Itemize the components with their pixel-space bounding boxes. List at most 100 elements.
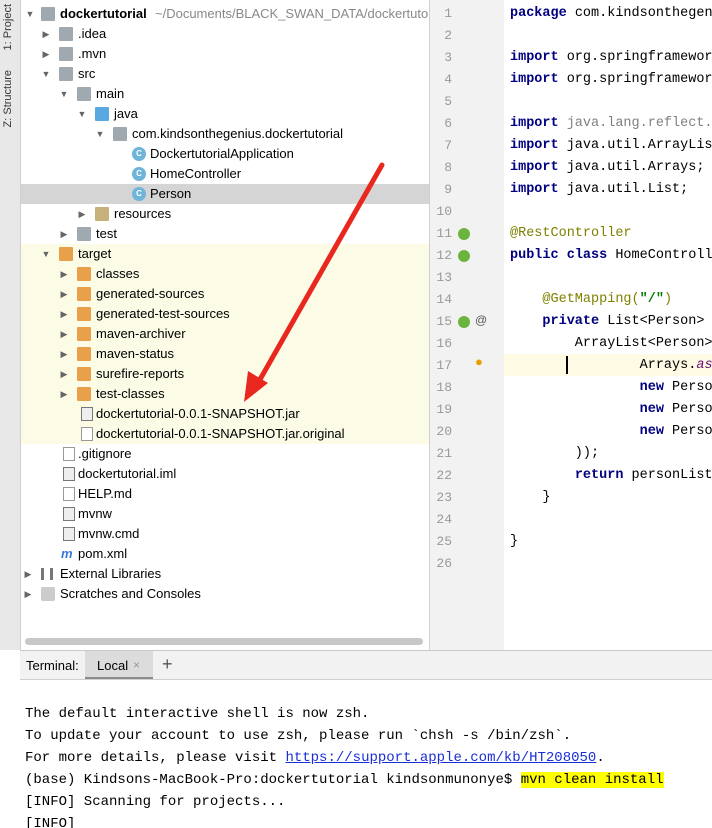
structure-tool-tab[interactable]: Z: Structure [2, 70, 14, 128]
expand-arrow-icon[interactable]: ▼ [41, 249, 51, 259]
tree-item-external-libraries[interactable]: ▶ External Libraries [21, 564, 429, 584]
collapsed-arrow-icon[interactable]: ▶ [60, 269, 68, 279]
tree-item-resources[interactable]: ▶ resources [21, 204, 429, 224]
collapsed-arrow-icon[interactable]: ▶ [42, 49, 50, 59]
expand-arrow-icon[interactable]: ▼ [77, 109, 87, 119]
package-icon [113, 127, 127, 141]
collapsed-arrow-icon[interactable]: ▶ [24, 589, 32, 599]
tree-item-target[interactable]: ▼ target [21, 244, 429, 264]
tree-item-label: External Libraries [60, 566, 162, 581]
terminal-text: For more details, please visit [25, 750, 286, 766]
panel-divider[interactable] [429, 0, 430, 650]
terminal-tab-bar: Terminal: Local × + [20, 651, 712, 680]
tree-item-classes[interactable]: ▶ classes [21, 264, 429, 284]
tree-item-snapshot-jar-original[interactable]: dockertutorial-0.0.1-SNAPSHOT.jar.origin… [21, 424, 429, 444]
collapsed-arrow-icon[interactable]: ▶ [60, 369, 68, 379]
tree-item-mvn[interactable]: ▶ .mvn [21, 44, 429, 64]
tree-item-idea[interactable]: ▶ .idea [21, 24, 429, 44]
tree-root[interactable]: ▼ dockertutorial ~/Documents/BLACK_SWAN_… [21, 4, 429, 24]
tree-item-help-md[interactable]: HELP.md [21, 484, 429, 504]
spring-bean-icon[interactable] [458, 228, 470, 240]
folder-icon [59, 47, 73, 61]
folder-icon [59, 27, 73, 41]
tree-item-pom-xml[interactable]: m pom.xml [21, 544, 429, 564]
tree-item-mvnw-cmd[interactable]: mvnw.cmd [21, 524, 429, 544]
spring-bean-icon[interactable] [458, 250, 470, 262]
expand-arrow-icon[interactable]: ▼ [59, 89, 69, 99]
tree-item-iml[interactable]: dockertutorial.iml [21, 464, 429, 484]
terminal-tab-local[interactable]: Local × [85, 651, 153, 679]
tree-item-maven-archiver[interactable]: ▶ maven-archiver [21, 324, 429, 344]
tree-item-label: generated-sources [96, 286, 205, 301]
tree-item-homecontroller[interactable]: C HomeController [21, 164, 429, 184]
add-terminal-icon[interactable]: + [162, 654, 173, 674]
collapsed-arrow-icon[interactable]: ▶ [42, 29, 50, 39]
tree-item-test-classes[interactable]: ▶ test-classes [21, 384, 429, 404]
collapsed-arrow-icon[interactable]: ▶ [60, 349, 68, 359]
code-line: import org.springframework [510, 50, 712, 65]
collapsed-arrow-icon[interactable]: ▶ [60, 309, 68, 319]
collapsed-arrow-icon[interactable]: ▶ [24, 569, 32, 579]
collapsed-arrow-icon[interactable]: ▶ [60, 329, 68, 339]
file-icon [81, 427, 93, 441]
shell-prompt: (base) Kindsons-MacBook-Pro:dockertutori… [25, 772, 521, 788]
tree-item-snapshot-jar[interactable]: dockertutorial-0.0.1-SNAPSHOT.jar [21, 404, 429, 424]
collapsed-arrow-icon[interactable]: ▶ [60, 289, 68, 299]
tree-item-test[interactable]: ▶ test [21, 224, 429, 244]
terminal-text: . [596, 750, 605, 766]
code-line: } [510, 490, 551, 505]
tree-item-label: .gitignore [78, 446, 132, 461]
tree-item-generated-test-sources[interactable]: ▶ generated-test-sources [21, 304, 429, 324]
code-line: import java.lang.reflect.A [510, 116, 712, 131]
project-tool-tab[interactable]: 1: Project [2, 4, 14, 51]
horizontal-scrollbar[interactable] [25, 638, 423, 645]
collapsed-arrow-icon[interactable]: ▶ [60, 229, 68, 239]
tree-item-label: src [78, 66, 96, 81]
collapsed-arrow-icon[interactable]: ▶ [78, 209, 86, 219]
tree-item-java[interactable]: ▼ java [21, 104, 429, 124]
tree-item-surefire-reports[interactable]: ▶ surefire-reports [21, 364, 429, 384]
tree-item-label: mvnw.cmd [78, 526, 140, 541]
at-sign-icon[interactable]: @ [475, 313, 488, 327]
tree-item-mvnw[interactable]: mvnw [21, 504, 429, 524]
terminal-line: The default interactive shell is now zsh… [25, 706, 370, 722]
collapsed-arrow-icon[interactable]: ▶ [60, 389, 68, 399]
line-number: 8 [444, 160, 452, 175]
tree-item-label: mvnw [78, 506, 112, 521]
expand-arrow-icon[interactable]: ▼ [41, 69, 51, 79]
tree-item-person[interactable]: C Person [21, 184, 429, 204]
code-line: import java.util.List; [510, 182, 689, 197]
terminal-line: To update your account to use zsh, pleas… [25, 728, 572, 744]
tree-item-dockertutorialapplication[interactable]: C DockertutorialApplication [21, 144, 429, 164]
request-mapping-icon[interactable] [458, 316, 470, 328]
line-number: 7 [444, 138, 452, 153]
support-link[interactable]: https://support.apple.com/kb/HT208050 [285, 750, 597, 766]
line-number: 3 [444, 50, 452, 65]
terminal-output[interactable]: The default interactive shell is now zsh… [20, 680, 712, 828]
terminal-splitter[interactable] [20, 650, 712, 651]
maven-icon: m [61, 546, 73, 561]
tree-item-maven-status[interactable]: ▶ maven-status [21, 344, 429, 364]
close-icon[interactable]: × [133, 658, 141, 672]
tree-item-gitignore[interactable]: .gitignore [21, 444, 429, 464]
tree-item-src[interactable]: ▼ src [21, 64, 429, 84]
terminal-line: (base) Kindsons-MacBook-Pro:dockertutori… [25, 769, 664, 791]
tree-item-scratches[interactable]: ▶ Scratches and Consoles [21, 584, 429, 604]
expand-arrow-icon[interactable]: ▼ [95, 129, 105, 139]
tree-item-main[interactable]: ▼ main [21, 84, 429, 104]
code-editor[interactable]: package com.kindsonthegenius import org.… [504, 0, 712, 650]
terminal-line: For more details, please visit https://s… [25, 747, 605, 769]
tree-item-package[interactable]: ▼ com.kindsonthegenius.dockertutorial [21, 124, 429, 144]
current-line-highlight [504, 354, 712, 376]
tree-item-generated-sources[interactable]: ▶ generated-sources [21, 284, 429, 304]
lightbulb-icon[interactable]: ● [475, 354, 483, 369]
terminal-line: [INFO] Scanning for projects... [25, 794, 286, 810]
code-line: @RestController [510, 226, 632, 241]
tool-window-strip: 1: Project Z: Structure [0, 0, 21, 650]
line-number: 12 [436, 248, 452, 263]
libraries-icon [41, 568, 53, 580]
markdown-file-icon [63, 487, 75, 501]
expand-arrow-icon[interactable]: ▼ [25, 9, 35, 19]
folder-icon [59, 67, 73, 81]
tree-item-label: surefire-reports [96, 366, 185, 381]
